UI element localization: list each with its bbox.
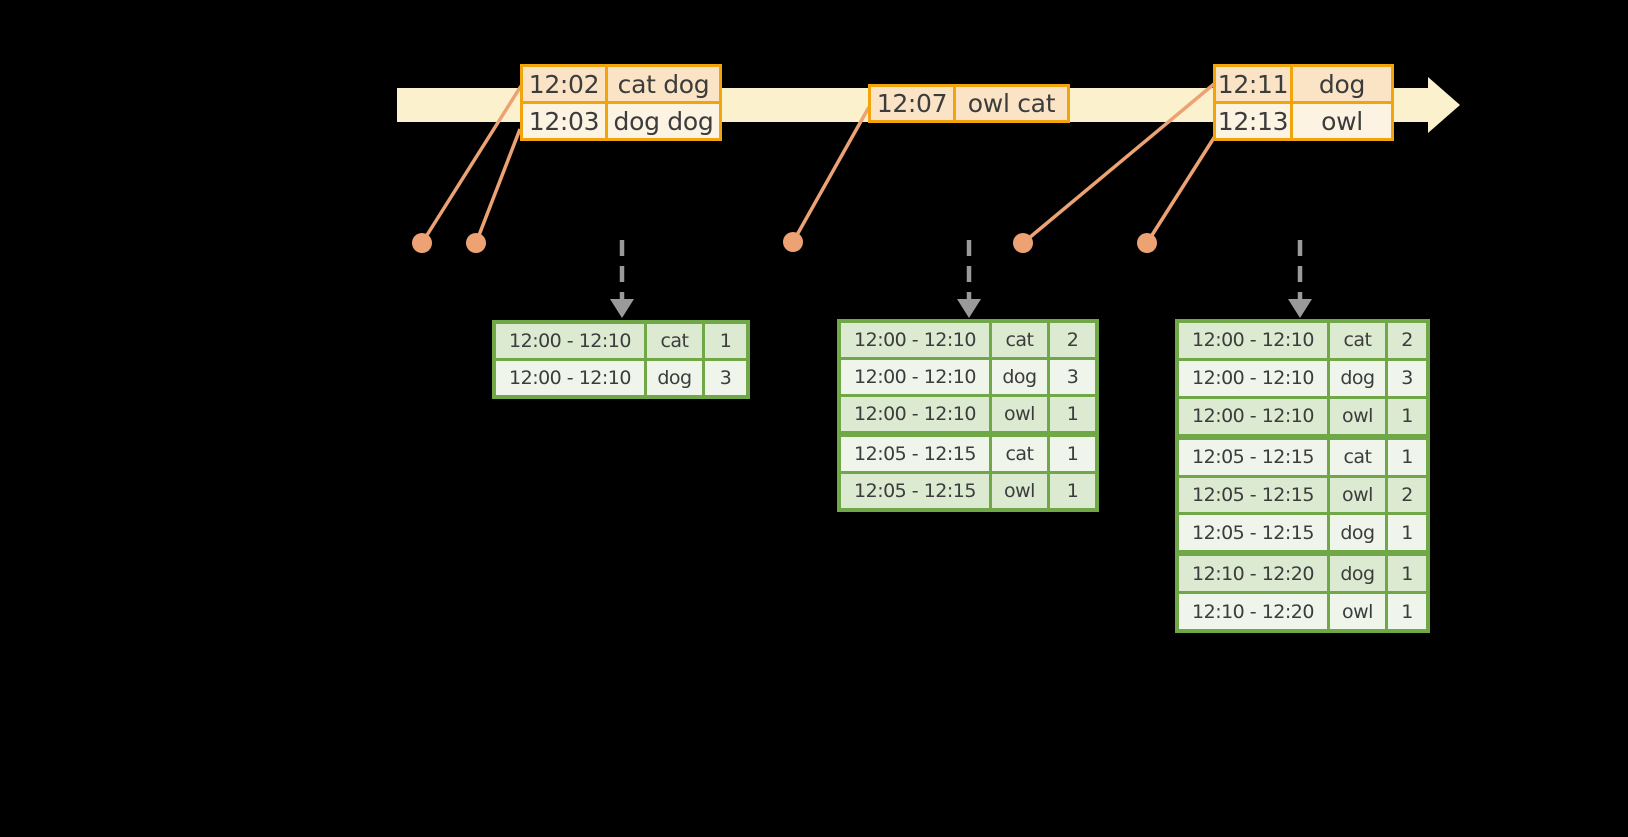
word-cell: owl (1330, 594, 1388, 629)
event-table-2: 12:07 owl cat (868, 84, 1070, 123)
result-row: 12:00 - 12:10 dog 3 (841, 357, 1095, 394)
window-cell: 12:00 - 12:10 (841, 397, 992, 431)
event-dot-icon (1137, 233, 1157, 253)
count-cell: 2 (1066, 329, 1079, 351)
word-cell: owl (992, 397, 1050, 431)
result-row: 12:00 - 12:10 cat 1 (496, 324, 746, 358)
result-row: 12:10 - 12:20 owl 1 (1179, 591, 1426, 629)
result-row: 12:00 - 12:10 owl 1 (1179, 395, 1426, 434)
word-cell: cat (1330, 323, 1388, 358)
result-row: 12:00 - 12:10 dog 3 (496, 358, 746, 395)
event-words-cell: owl (1321, 106, 1363, 136)
event-time-cell: 12:02 (523, 67, 608, 101)
word-cell: owl (1330, 477, 1388, 513)
count-cell: 1 (719, 330, 732, 352)
window-cell: 12:00 - 12:10 (496, 361, 647, 395)
result-row: 12:00 - 12:10 owl 1 (841, 394, 1095, 431)
connector-line (1145, 132, 1219, 244)
connector-line (1021, 82, 1216, 245)
result-row: 12:05 - 12:15 owl 1 (841, 471, 1095, 508)
connector-line (791, 106, 871, 243)
result-row: 12:05 - 12:15 owl 2 (1179, 474, 1426, 513)
count-cell: 1 (1401, 600, 1413, 623)
connector-line (420, 85, 523, 244)
word-cell: dog (992, 360, 1050, 394)
count-cell: 1 (1066, 480, 1079, 502)
event-time-cell: 12:11 (1216, 67, 1293, 101)
count-cell: 2 (1401, 483, 1413, 506)
word-cell: dog (1330, 360, 1388, 396)
result-row: 12:10 - 12:20 dog 1 (1179, 550, 1426, 592)
count-cell: 3 (719, 367, 732, 389)
window-cell: 12:00 - 12:10 (496, 324, 647, 358)
window-cell: 12:00 - 12:10 (1179, 398, 1330, 434)
event-row: 12:03 dog dog (523, 101, 719, 138)
event-row: 12:13 owl (1216, 101, 1391, 138)
window-cell: 12:10 - 12:20 (1179, 594, 1330, 629)
window-cell: 12:05 - 12:15 (1179, 515, 1330, 551)
count-cell: 2 (1401, 329, 1413, 352)
window-cell: 12:05 - 12:15 (841, 437, 992, 471)
word-cell: cat (992, 323, 1050, 357)
event-dot-icon (1013, 233, 1033, 253)
word-cell: dog (647, 361, 705, 395)
event-row: 12:11 dog (1216, 67, 1391, 101)
window-cell: 12:00 - 12:10 (841, 323, 992, 357)
window-cell: 12:00 - 12:10 (1179, 360, 1330, 396)
word-cell: dog (1330, 556, 1388, 592)
trigger-arrow-icon (1288, 240, 1312, 318)
window-cell: 12:05 - 12:15 (841, 474, 992, 508)
event-words-cell: dog dog (613, 106, 714, 136)
count-cell: 1 (1401, 446, 1413, 469)
word-cell: owl (1330, 398, 1388, 434)
result-table-2: 12:00 - 12:10 cat 2 12:00 - 12:10 dog 3 … (837, 319, 1099, 512)
event-time-cell: 12:03 (523, 104, 608, 138)
count-cell: 1 (1401, 521, 1413, 544)
connector-line (474, 128, 522, 244)
window-cell: 12:00 - 12:10 (1179, 323, 1330, 358)
count-cell: 1 (1401, 405, 1413, 428)
event-table-3: 12:11 dog 12:13 owl (1213, 64, 1394, 141)
trigger-arrow-icon (957, 240, 981, 318)
event-dot-icon (412, 233, 432, 253)
result-row: 12:05 - 12:15 cat 1 (841, 431, 1095, 471)
event-time-cell: 12:13 (1216, 104, 1293, 138)
result-row: 12:00 - 12:10 dog 3 (1179, 357, 1426, 396)
count-cell: 1 (1401, 562, 1413, 585)
result-row: 12:00 - 12:10 cat 2 (1179, 323, 1426, 358)
result-row: 12:05 - 12:15 cat 1 (1179, 433, 1426, 475)
event-words-cell: owl cat (967, 89, 1056, 118)
result-row: 12:00 - 12:10 cat 2 (841, 323, 1095, 357)
window-cell: 12:10 - 12:20 (1179, 556, 1330, 592)
window-cell: 12:05 - 12:15 (1179, 439, 1330, 475)
word-cell: owl (992, 474, 1050, 508)
count-cell: 1 (1066, 443, 1079, 465)
result-row: 12:05 - 12:15 dog 1 (1179, 512, 1426, 551)
event-row: 12:02 cat dog (523, 67, 719, 101)
word-cell: cat (992, 437, 1050, 471)
word-cell: cat (1330, 439, 1388, 475)
trigger-arrow-icon (610, 240, 634, 318)
count-cell: 3 (1066, 366, 1079, 388)
count-cell: 3 (1401, 367, 1413, 390)
window-cell: 12:00 - 12:10 (841, 360, 992, 394)
word-cell: dog (1330, 515, 1388, 551)
word-cell: cat (647, 324, 705, 358)
event-table-1: 12:02 cat dog 12:03 dog dog (520, 64, 722, 141)
event-dot-icon (466, 233, 486, 253)
event-words-cell: dog (1318, 69, 1366, 99)
result-table-1: 12:00 - 12:10 cat 1 12:00 - 12:10 dog 3 (492, 320, 750, 399)
event-words-cell: cat dog (617, 69, 710, 99)
event-time-cell: 12:07 (871, 87, 956, 120)
count-cell: 1 (1066, 403, 1079, 425)
event-dot-icon (783, 232, 803, 252)
result-table-3: 12:00 - 12:10 cat 2 12:00 - 12:10 dog 3 … (1175, 319, 1430, 633)
event-row: 12:07 owl cat (871, 87, 1067, 120)
window-cell: 12:05 - 12:15 (1179, 477, 1330, 513)
timeline-arrowhead-icon (1428, 77, 1460, 133)
